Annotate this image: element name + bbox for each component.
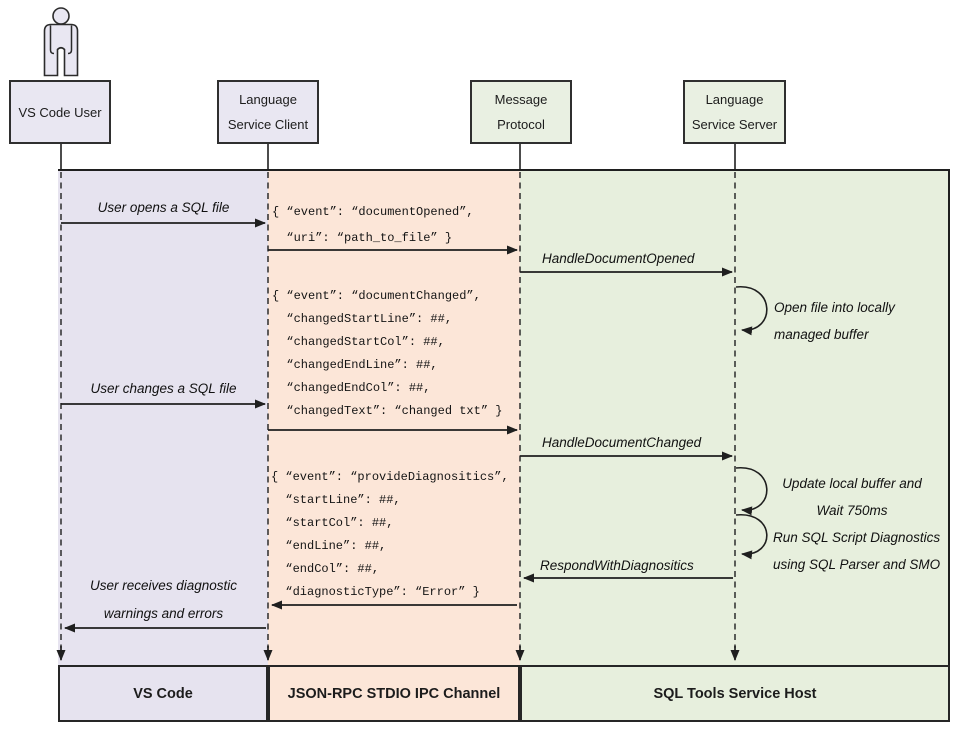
user-actor-icon (43, 7, 79, 77)
label-line1: Run SQL Script Diagnostics (773, 530, 941, 545)
label-line2: using SQL Parser and SMO (773, 557, 941, 572)
label-line1: Update local buffer and (782, 476, 922, 491)
lane-label: JSON-RPC STDIO IPC Channel (287, 685, 501, 702)
payload-document-changed: { “event”: “documentChanged”, “changedSt… (272, 289, 503, 418)
label-user-receives-diagnostics: User receives diagnostic warnings and er… (61, 572, 266, 628)
lane-sql-tools-service-host: SQL Tools Service Host (520, 665, 950, 722)
lane-vscode: VS Code (58, 665, 268, 722)
participant-label-line1: Language (705, 92, 764, 107)
payload-document-opened: { “event”: “documentOpened”, “uri”: “pat… (272, 205, 474, 245)
participant-label-line1: Language (239, 92, 297, 107)
band-vscode (58, 171, 268, 665)
label-handle-document-opened: HandleDocumentOpened (542, 251, 695, 266)
label-line2: managed buffer (774, 327, 869, 342)
participant-message-protocol: Message Protocol (470, 80, 572, 144)
participant-language-service-client: Language Service Client (217, 80, 319, 144)
label-line2: warnings and errors (103, 606, 224, 621)
label-line2: Wait 750ms (816, 503, 888, 518)
loop-open-file (735, 286, 768, 336)
lane-label: SQL Tools Service Host (653, 685, 817, 702)
participant-label-line2: Service Server (691, 117, 778, 132)
participant-vscode-user: VS Code User (9, 80, 111, 144)
participant-label-line2: Service Client (227, 117, 309, 132)
label-open-file-into-buffer: Open file into locally managed buffer (774, 294, 895, 348)
self-call-loops (735, 286, 768, 560)
participant-label-line2: Protocol (497, 117, 545, 132)
label-respond-with-diagnostics: RespondWithDiagnositics (540, 558, 694, 573)
label-run-sql-diagnostics: Run SQL Script Diagnostics using SQL Par… (773, 524, 940, 578)
payload-provide-diagnostics: { “event”: “provideDiagnositics”, “start… (271, 470, 509, 599)
label-user-opens-file: User opens a SQL file (97, 200, 230, 215)
label-line1: Open file into locally (774, 300, 895, 315)
lifeline-end-arrows (56, 646, 740, 661)
participant-language-service-server: Language Service Server (683, 80, 786, 144)
band-service-host (520, 171, 948, 665)
label-line1: User receives diagnostic (89, 578, 238, 593)
lifeline-stubs (60, 144, 736, 171)
label-handle-document-changed: HandleDocumentChanged (542, 435, 702, 450)
lifelines (60, 172, 736, 648)
participant-label: VS Code User (18, 104, 102, 120)
lane-label: VS Code (133, 685, 193, 702)
swimlane-bands (58, 169, 950, 665)
message-arrows (61, 218, 733, 633)
loop-run-diagnostics (735, 514, 768, 560)
label-user-changes-file: User changes a SQL file (90, 381, 237, 396)
label-update-buffer-wait: Update local buffer and Wait 750ms (770, 470, 934, 524)
loop-update-buffer (735, 467, 768, 516)
participant-label-line1: Message (494, 92, 548, 107)
band-ipc-channel (268, 171, 520, 665)
lane-json-rpc-channel: JSON-RPC STDIO IPC Channel (268, 665, 520, 722)
